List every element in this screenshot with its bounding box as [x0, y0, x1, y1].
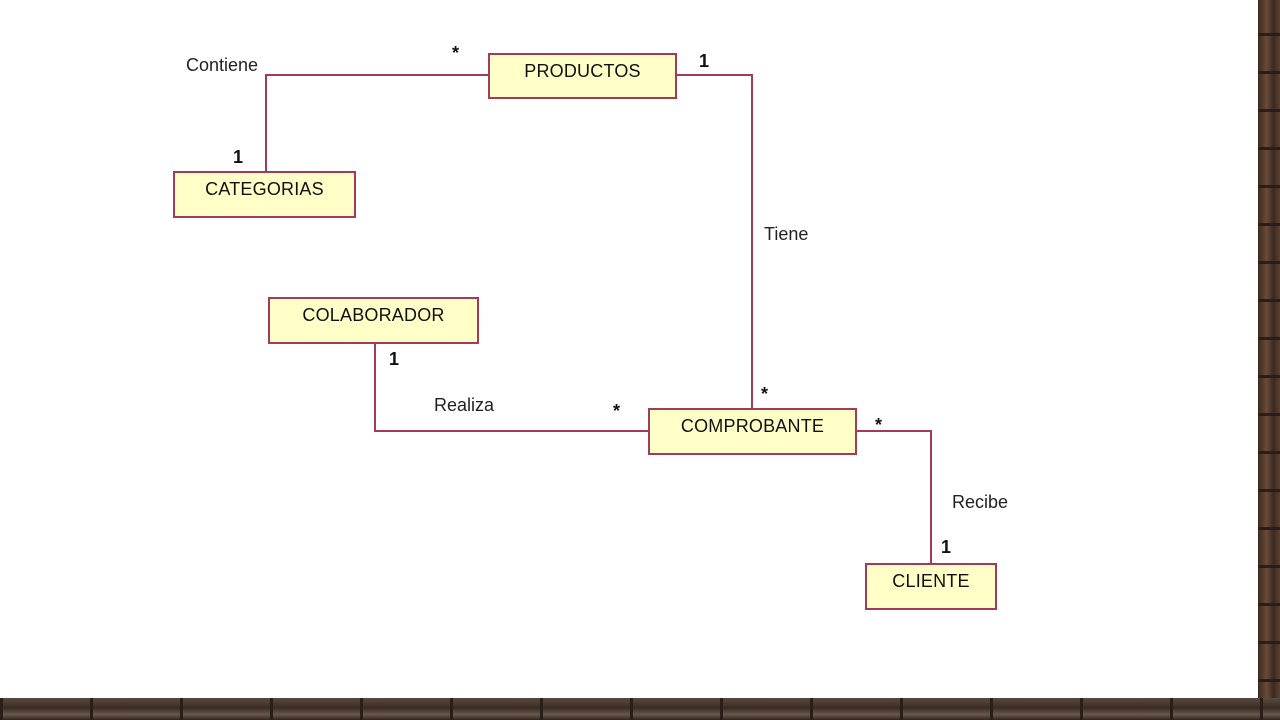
relation-label-realiza: Realiza	[434, 395, 495, 415]
entity-cliente[interactable]: CLIENTE	[865, 563, 997, 610]
line-tiene	[677, 74, 753, 408]
entity-categorias-label: CATEGORIAS	[205, 179, 324, 199]
entity-categorias[interactable]: CATEGORIAS	[173, 171, 356, 218]
entity-cliente-label: CLIENTE	[892, 571, 970, 591]
background-frame-right	[1258, 0, 1280, 720]
entity-comprobante-label: COMPROBANTE	[680, 416, 825, 436]
multiplicity-tiene-productos: 1	[699, 51, 710, 71]
multiplicity-realiza-comprobante: *	[613, 401, 621, 421]
multiplicity-tiene-comprobante: *	[761, 384, 769, 404]
entity-colaborador-label: COLABORADOR	[302, 305, 445, 325]
multiplicity-recibe-comprobante: *	[875, 415, 883, 435]
entity-productos-label: PRODUCTOS	[524, 61, 641, 81]
line-recibe	[856, 430, 932, 564]
entity-comprobante[interactable]: COMPROBANTE	[648, 408, 857, 455]
multiplicity-contiene-categorias: 1	[233, 147, 244, 167]
multiplicity-contiene-productos: *	[452, 43, 460, 63]
line-contiene	[265, 74, 489, 172]
multiplicity-realiza-colaborador: 1	[389, 349, 400, 369]
multiplicity-recibe-cliente: 1	[941, 537, 952, 557]
background-frame-bottom	[0, 698, 1280, 720]
relation-label-recibe: Recibe	[952, 492, 1009, 512]
relation-label-contiene: Contiene	[186, 55, 259, 75]
relation-label-tiene: Tiene	[764, 224, 809, 244]
relationship-lines	[265, 74, 932, 564]
entity-colaborador[interactable]: COLABORADOR	[268, 297, 479, 344]
line-realiza	[374, 344, 649, 432]
entity-productos[interactable]: PRODUCTOS	[488, 53, 677, 99]
slide-canvas: PRODUCTOS CATEGORIAS COLABORADOR COMPROB…	[0, 0, 1258, 698]
